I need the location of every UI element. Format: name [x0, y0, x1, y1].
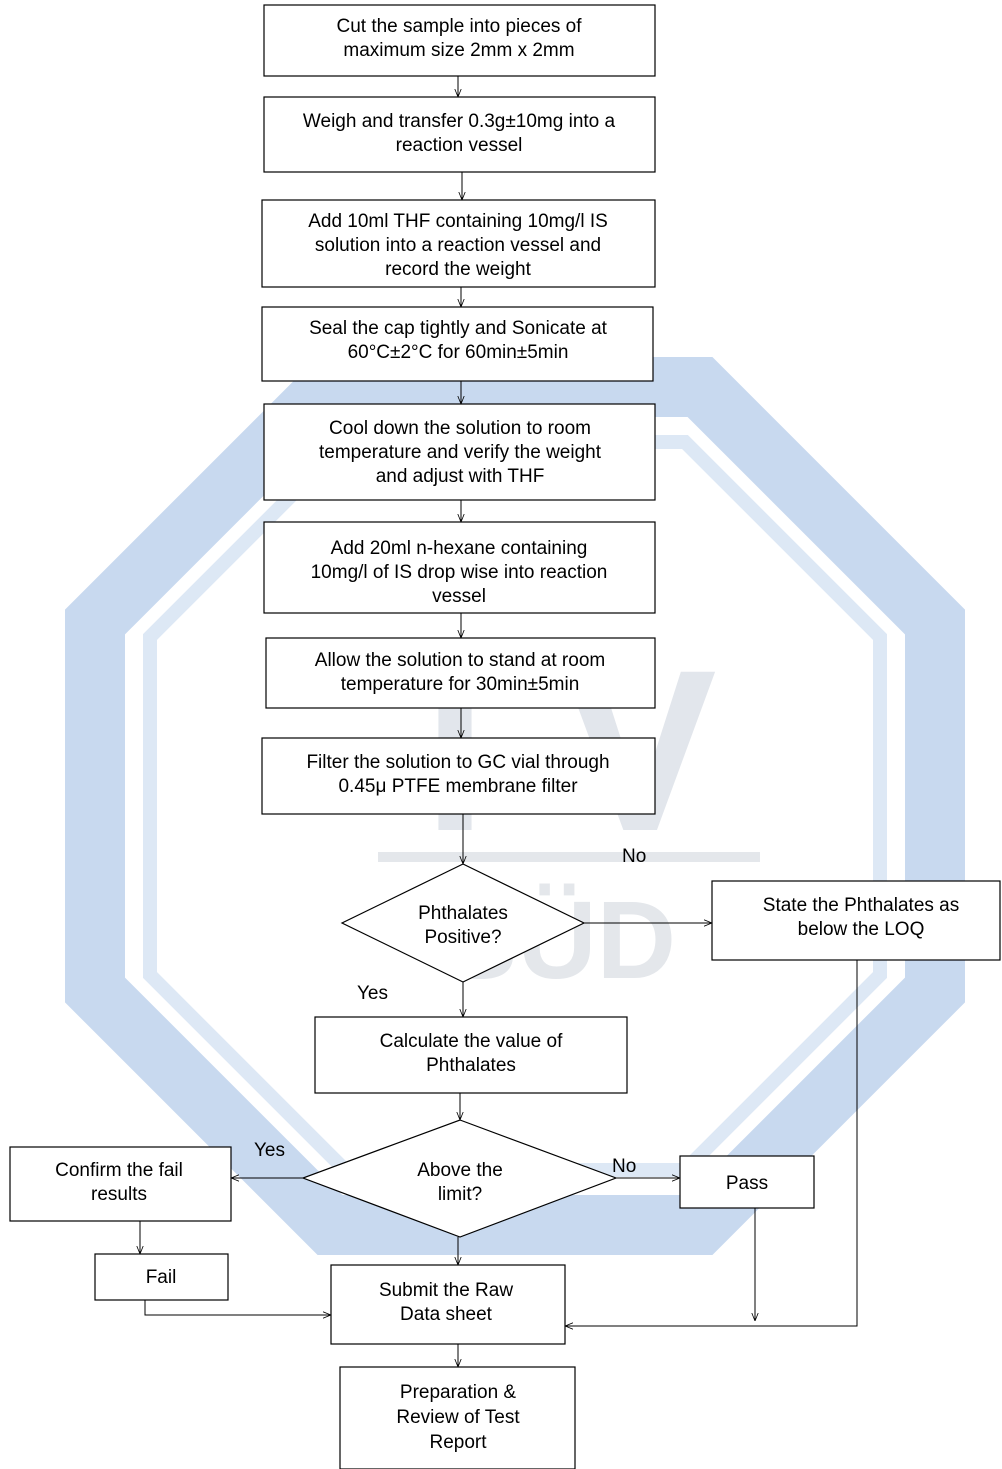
node-report-text-line-1: Preparation &	[400, 1382, 517, 1403]
node-cut-text-line-1: Cut the sample into pieces of	[336, 16, 582, 37]
edge-label-no-positive: No	[622, 846, 646, 867]
node-stand-box	[265, 637, 656, 709]
node-confirm-fail-text-line-2: results	[91, 1184, 147, 1205]
node-cool-box	[263, 403, 656, 501]
node-pass-box	[679, 1155, 815, 1209]
flowchart-node-texts: Cut the sample into pieces of maximum siz…	[55, 16, 959, 1453]
node-weigh-text-line-1: Weigh and transfer 0.3g±10mg into a	[303, 111, 616, 132]
node-cool-text-line-3: and adjust with THF	[376, 466, 545, 487]
node-stand-text-line-2: temperature for 30min±5min	[341, 674, 580, 695]
node-report-box	[339, 1366, 576, 1469]
node-seal-text-line-1: Seal the cap tightly and Sonicate at	[309, 318, 608, 339]
node-weigh-box	[263, 96, 656, 173]
node-below-loq-text-line-2: below the LOQ	[798, 919, 925, 940]
node-add-thf-text-line-2: solution into a reaction vessel and	[315, 235, 601, 256]
edge-label-yes-positive-bg	[338, 970, 414, 1014]
flowchart-nodes	[9, 4, 1001, 1469]
node-cool-text-line-2: temperature and verify the weight	[319, 442, 602, 463]
node-above-limit-text-line-2: limit?	[438, 1184, 482, 1205]
node-seal-text-line-2: 60°C±2°C for 60min±5min	[348, 342, 569, 363]
arrow-fail-to-submit	[144, 1296, 331, 1315]
edge-label-no-limit: No	[612, 1156, 636, 1177]
flowchart-edges	[140, 76, 858, 1367]
node-confirm-fail-text-line-1: Confirm the fail	[55, 1160, 183, 1181]
node-cool-text-line-1: Cool down the solution to room	[329, 418, 591, 439]
node-report-text-line-2: Review of Test	[396, 1407, 520, 1428]
node-add-hexane-text-line-1: Add 20ml n-hexane containing	[331, 538, 588, 559]
node-positive-text-line-1: Phthalates	[418, 903, 508, 924]
node-submit-text-line-1: Submit the Raw	[379, 1280, 513, 1301]
node-stand-text-line-1: Allow the solution to stand at room	[315, 650, 605, 671]
node-below-loq-box	[711, 880, 1001, 961]
node-pass-text-line-1: Pass	[726, 1173, 768, 1194]
node-add-hexane-box	[263, 521, 656, 614]
node-above-limit-text-line-1: Above the	[417, 1160, 503, 1181]
node-calculate-box	[314, 1016, 628, 1094]
node-calculate-text-line-2: Phthalates	[426, 1055, 516, 1076]
node-cut-text-line-2: maximum size 2mm x 2mm	[343, 40, 574, 61]
node-below-loq-text-line-1: State the Phthalates as	[763, 895, 959, 916]
node-add-thf-text-line-1: Add 10ml THF containing 10mg/l IS	[308, 211, 608, 232]
node-add-hexane-text-line-3: vessel	[432, 586, 486, 607]
edge-label-yes-positive: Yes	[357, 983, 388, 1004]
node-weigh-text-line-2: reaction vessel	[396, 135, 523, 156]
node-add-thf-text-line-3: record the weight	[385, 259, 531, 280]
node-report-text-line-3: Report	[429, 1432, 487, 1453]
node-cut-box	[263, 4, 656, 77]
node-fail-box	[94, 1253, 229, 1301]
arrow-below-loq-to-submit	[565, 960, 858, 1326]
node-filter-text-line-1: Filter the solution to GC vial through	[306, 752, 609, 773]
node-positive-diamond	[340, 863, 586, 983]
node-submit-box	[330, 1264, 566, 1345]
watermark-bar	[378, 852, 760, 862]
node-positive-text-line-2: Positive?	[424, 927, 501, 948]
node-add-hexane-text-line-2: 10mg/l of IS drop wise into reaction	[311, 562, 608, 583]
node-add-thf-box	[261, 199, 656, 288]
node-confirm-fail-box	[9, 1146, 232, 1222]
node-calculate-text-line-1: Calculate the value of	[380, 1031, 563, 1052]
node-filter-box	[261, 737, 656, 815]
node-fail-text-line-1: Fail	[146, 1267, 177, 1288]
flowchart-edge-labels: No Yes Yes No	[254, 846, 646, 1177]
node-submit-text-line-2: Data sheet	[400, 1304, 493, 1325]
node-seal-box	[261, 306, 654, 382]
watermark-octagon-outer	[65, 357, 965, 1255]
edge-label-yes-limit: Yes	[254, 1140, 285, 1161]
node-above-limit-diamond	[301, 1119, 618, 1238]
node-filter-text-line-2: 0.45μ PTFE membrane filter	[338, 776, 578, 797]
